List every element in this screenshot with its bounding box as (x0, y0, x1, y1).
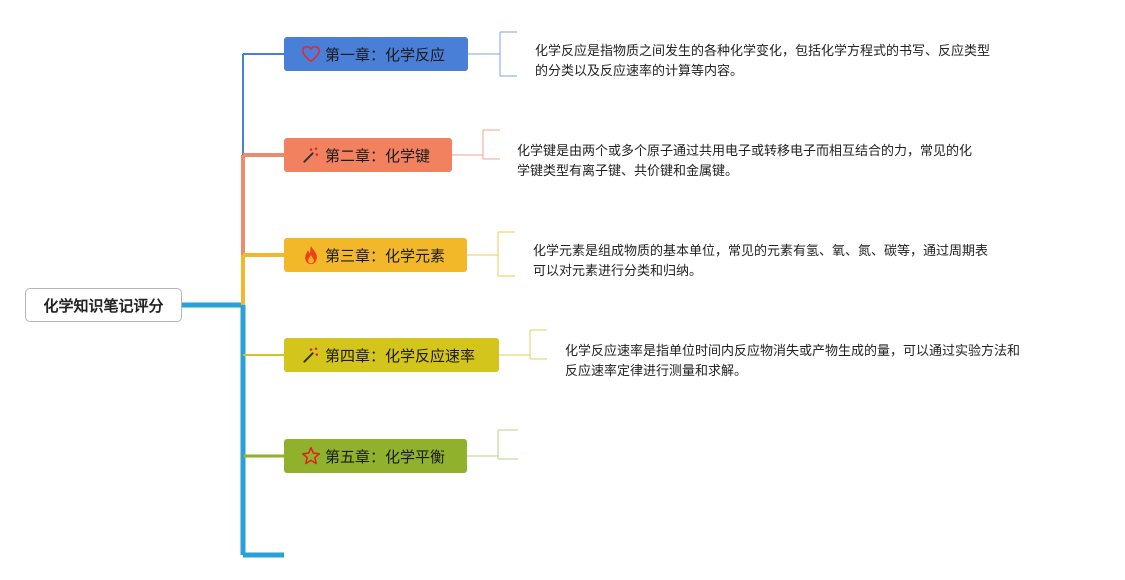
sparkle-wand-icon (301, 145, 321, 165)
chapter-label-2: 第二章：化学键 (325, 146, 431, 165)
chapter-label-1: 第一章：化学反应 (325, 45, 446, 64)
chapter-desc-4: 化学反应速率是指单位时间内反应物消失或产物生成的量，可以通过实验方法和反应速率定… (565, 344, 1021, 379)
chapter-desc-1: 化学反应是指物质之间发生的各种化学变化，包括化学方程式的书写、反应类型的分类以及… (535, 44, 991, 79)
root-node[interactable]: 化学知识笔记评分 (25, 288, 182, 322)
sparkle-wand-icon (301, 345, 321, 365)
chapter-label-3: 第三章：化学元素 (325, 246, 446, 265)
chapter-node-1[interactable]: 第一章：化学反应 (284, 37, 468, 71)
chapter-label-5: 第五章：化学平衡 (325, 447, 446, 466)
star-icon (301, 446, 321, 466)
heart-icon (301, 44, 321, 64)
chapter-node-5[interactable]: 第五章：化学平衡 (284, 439, 467, 473)
chapter-node-3[interactable]: 第三章：化学元素 (284, 238, 467, 272)
fire-icon (301, 245, 321, 265)
chapter-desc-2: 化学键是由两个或多个原子通过共用电子或转移电子而相互结合的力，常见的化学键类型有… (517, 144, 973, 179)
chapter-label-4: 第四章：化学反应速率 (325, 346, 476, 365)
chapter-desc-3: 化学元素是组成物质的基本单位，常见的元素有氢、氧、氮、碳等，通过周期表可以对元素… (533, 244, 989, 279)
chapter-node-2[interactable]: 第二章：化学键 (284, 138, 452, 172)
chapter-node-4[interactable]: 第四章：化学反应速率 (284, 338, 499, 372)
